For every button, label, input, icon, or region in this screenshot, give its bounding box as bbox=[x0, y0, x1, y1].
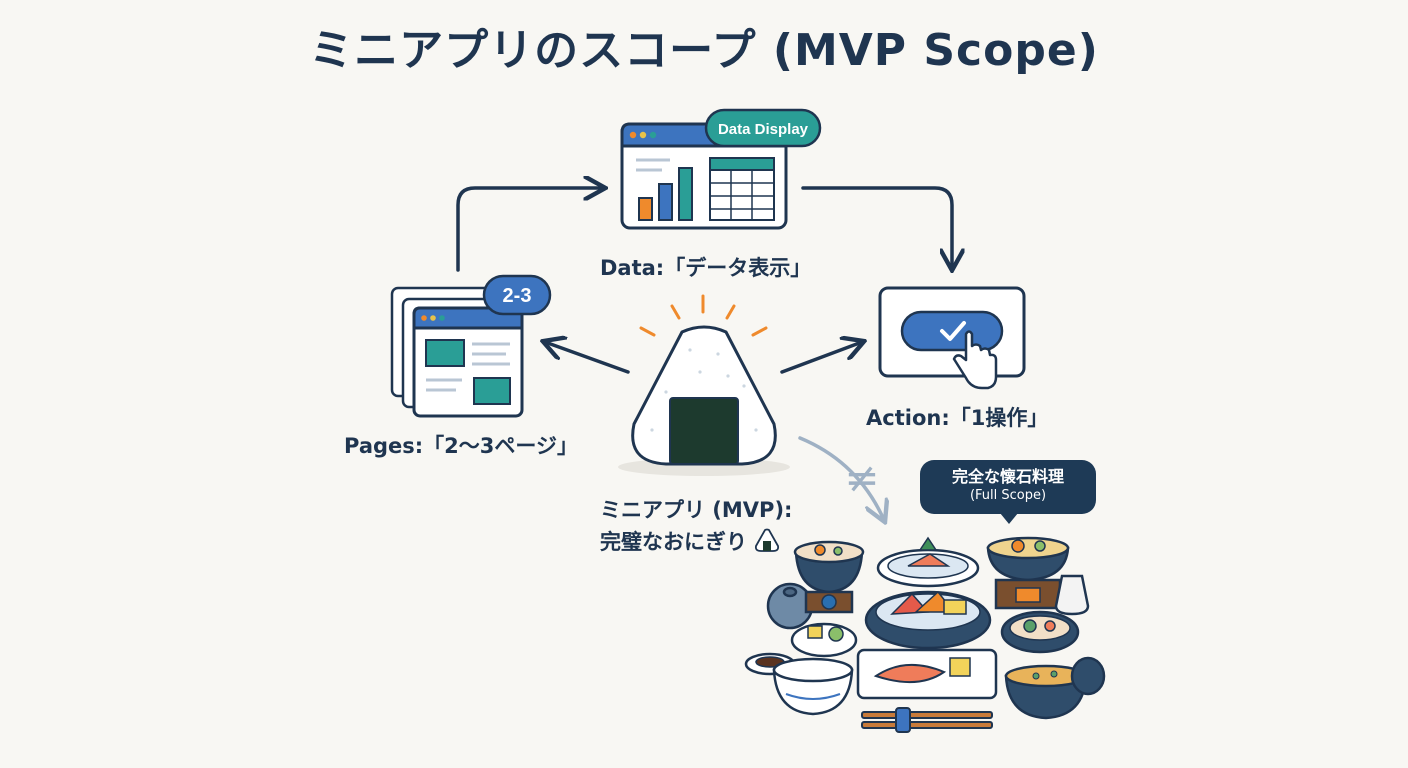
stacked-pages-icon bbox=[390, 286, 524, 418]
action-node-label: Action:「1操作」 bbox=[866, 406, 1049, 430]
data-node-label: Data:「データ表示」 bbox=[600, 256, 812, 280]
not-equal-symbol: ≠ bbox=[844, 453, 879, 502]
pages-count-badge: 2-3 bbox=[482, 274, 552, 316]
center-node-label-line1: ミニアプリ (MVP): bbox=[600, 498, 793, 522]
arrow-onigiri-to-action bbox=[780, 342, 862, 374]
data-display-badge-text: Data Display bbox=[718, 121, 809, 138]
pages-count-badge-text: 2-3 bbox=[503, 285, 532, 307]
pages-node-label: Pages:「2〜3ページ」 bbox=[344, 434, 578, 458]
onigiri-icon bbox=[618, 294, 790, 476]
kaiseki-meal-icon bbox=[744, 536, 1106, 720]
arrow-onigiri-to-kaiseki bbox=[798, 436, 884, 520]
arrow-data-to-action bbox=[801, 186, 952, 268]
connector-arrows bbox=[456, 186, 952, 374]
pointer-hand-icon bbox=[952, 330, 998, 390]
full-scope-callout: 完全な懐石料理 (Full Scope) bbox=[920, 460, 1096, 524]
full-scope-subtitle: (Full Scope) bbox=[969, 488, 1047, 503]
center-node-label-text: 完璧なおにぎり bbox=[600, 530, 747, 554]
page-title: ミニアプリのスコープ (MVP Scope) bbox=[309, 25, 1099, 76]
center-node-label-line2: 完璧なおにぎり bbox=[600, 526, 780, 556]
arrow-pages-to-data bbox=[456, 188, 603, 272]
chopsticks-icon bbox=[861, 707, 993, 733]
data-display-badge: Data Display bbox=[704, 108, 822, 148]
small-onigiri-icon bbox=[755, 528, 780, 552]
full-scope-title: 完全な懐石料理 bbox=[951, 467, 1064, 486]
arrow-onigiri-to-pages bbox=[545, 342, 630, 374]
button-click-icon bbox=[878, 286, 1026, 390]
